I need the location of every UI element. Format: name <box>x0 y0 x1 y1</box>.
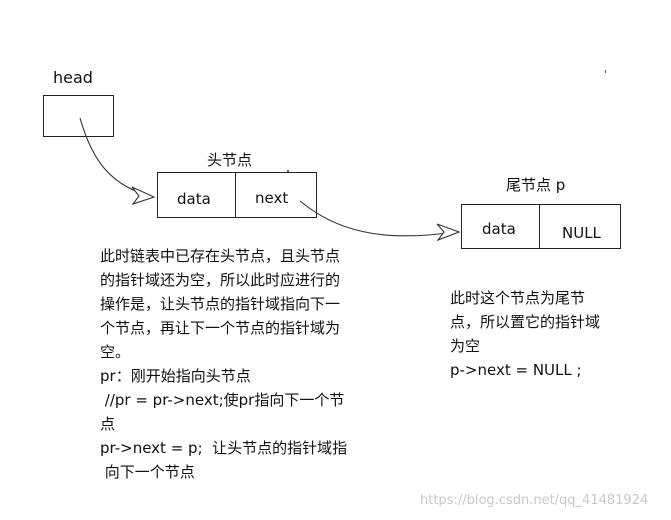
head-node-divider <box>235 173 236 217</box>
stray-mark <box>605 70 606 73</box>
tail-node-data-cell: data <box>462 205 539 248</box>
left-line-8: 点 <box>100 415 116 433</box>
head-node: data next <box>157 172 317 218</box>
left-line-3: 操作是，让头节点的指针域指向下一 <box>100 295 341 313</box>
right-line-2: 点，所以置它的指针域 <box>450 313 601 331</box>
tail-arrowhead <box>436 223 461 242</box>
tail-node-divider <box>539 205 540 248</box>
right-line-4: p->next = NULL ; <box>450 361 582 379</box>
left-line-6: pr：刚开始指向头节点 <box>100 367 251 385</box>
head-to-headnode-arrow <box>79 117 151 197</box>
left-explanation: 此时链表中已存在头节点，且头节点 的指针域还为空，所以此时应进行的 操作是，让头… <box>100 244 347 484</box>
tail-node-title: 尾节点 p <box>506 176 566 194</box>
left-line-5: 空。 <box>100 343 131 361</box>
left-line-7: //pr = pr->next;使pr指向下一个节 <box>100 391 345 409</box>
head-node-next-cell: next <box>236 173 316 217</box>
next-to-tail-arrow <box>299 200 456 237</box>
right-line-3: 为空 <box>450 337 481 355</box>
tail-node-data-label: data <box>482 220 516 238</box>
right-explanation: 此时这个节点为尾节 点，所以置它的指针域 为空 p->next = NULL ; <box>450 286 600 382</box>
left-line-1: 此时链表中已存在头节点，且头节点 <box>100 247 341 265</box>
left-line-10: 向下一个节点 <box>100 463 195 481</box>
head-node-data-label: data <box>177 190 211 208</box>
head-arrowhead <box>131 186 156 206</box>
watermark: https://blog.csdn.net/qq_41481924 <box>420 493 649 508</box>
left-line-9: pr->next = p; 让头节点的指针域指 <box>100 439 348 457</box>
right-line-1: 此时这个节点为尾节 <box>450 289 586 307</box>
head-node-data-cell: data <box>158 173 235 217</box>
stray-dot <box>287 170 289 172</box>
head-pointer-box <box>43 95 114 137</box>
head-node-next-label: next <box>255 189 289 207</box>
tail-node: data NULL <box>461 204 621 249</box>
left-line-2: 的指针域还为空，所以此时应进行的 <box>100 271 341 289</box>
tail-node-next-cell: NULL <box>540 205 620 248</box>
left-line-4: 个节点，再让下一个节点的指针域为 <box>100 319 341 337</box>
head-node-title: 头节点 <box>207 151 253 169</box>
head-label: head <box>53 68 93 87</box>
tail-node-null-label: NULL <box>562 224 601 242</box>
